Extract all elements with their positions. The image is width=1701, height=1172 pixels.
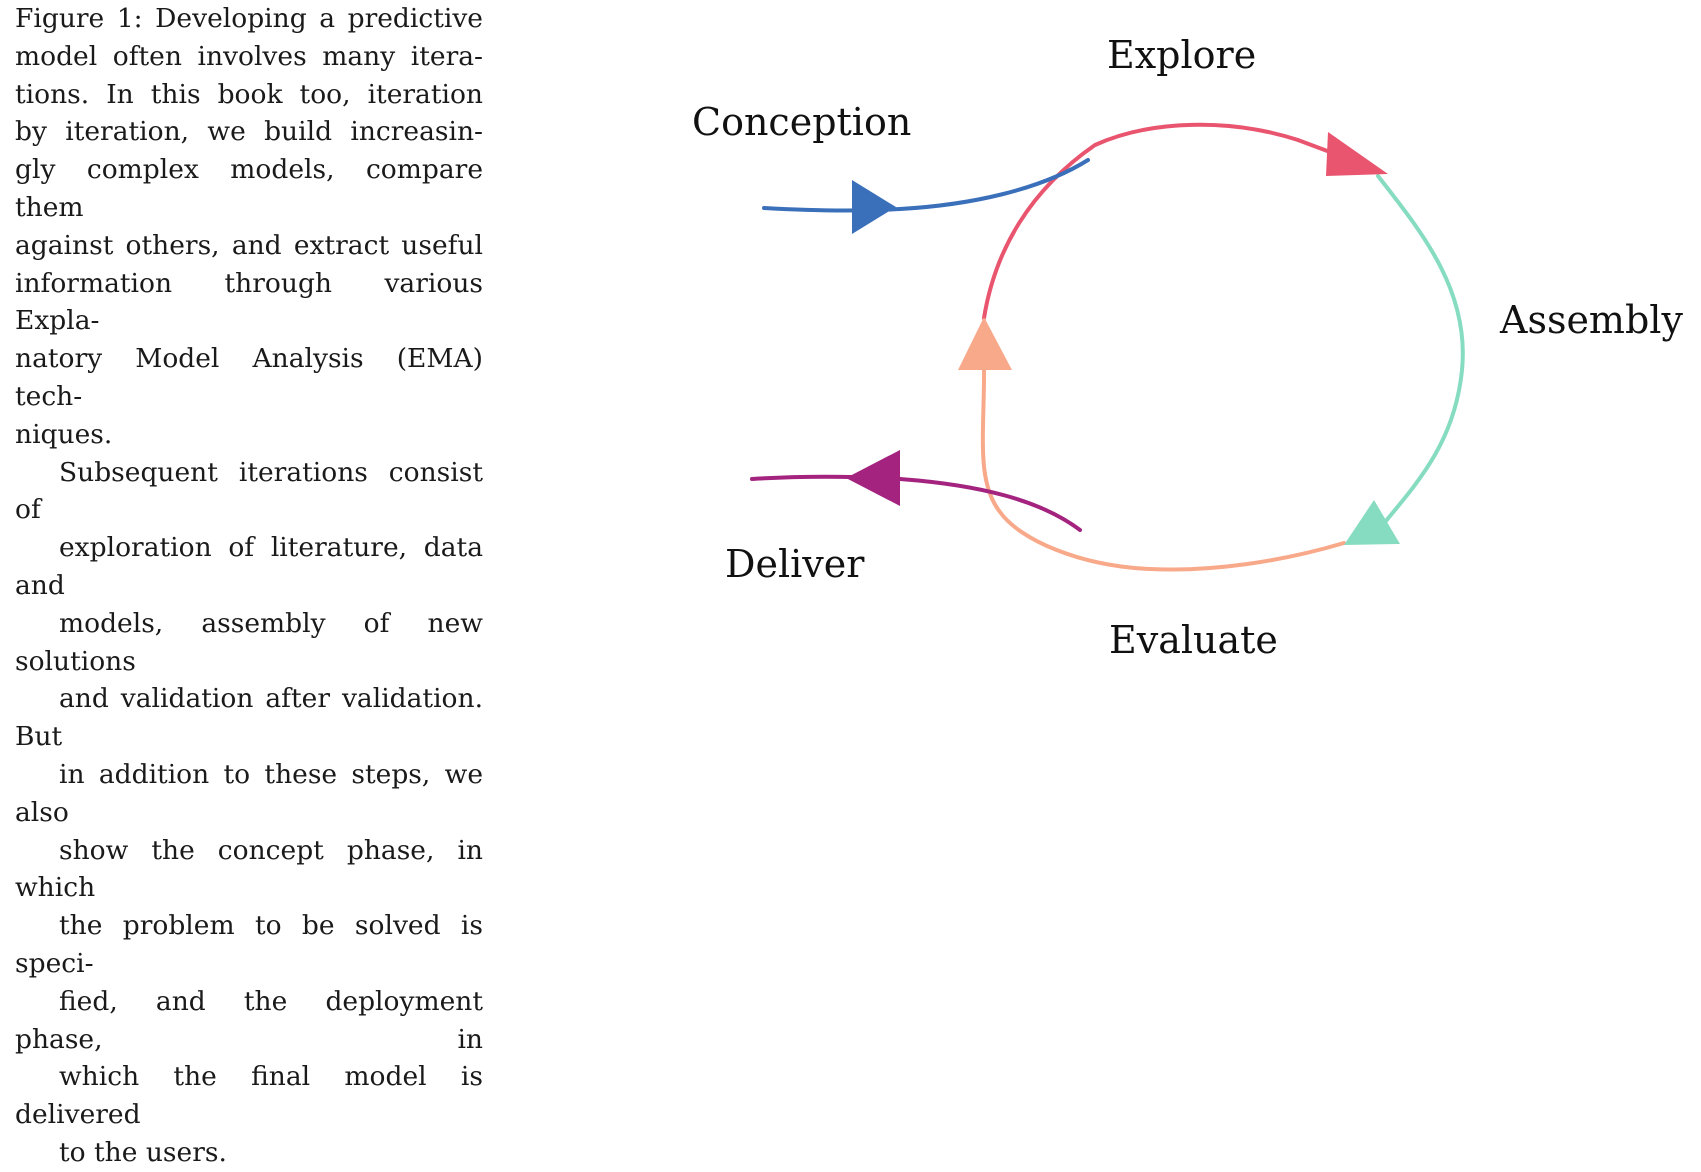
caption-line: niques.	[15, 418, 113, 450]
caption-line: the problem to be solved is speci-	[15, 910, 483, 979]
caption-line: to the users.	[59, 1136, 227, 1168]
caption-line: information through various Expla-	[15, 267, 483, 337]
assembly-arc	[1376, 174, 1465, 524]
label-evaluate: Evaluate	[1109, 618, 1278, 662]
assembly-arrowhead-icon	[1344, 500, 1400, 545]
label-conception: Conception	[692, 100, 911, 144]
model-lifecycle-diagram: Conception Explore Assembly Evaluate Del…	[692, 33, 1683, 662]
caption-line: model often involves many itera-	[15, 40, 483, 72]
caption-line: tions. In this book too, iteration	[15, 78, 483, 110]
caption-line: by iteration, we build increasin-	[15, 116, 483, 148]
caption-line: Subsequent iterations consist of	[15, 456, 483, 526]
explore-arc	[982, 122, 1332, 320]
explore-arrowhead-icon	[1326, 132, 1388, 176]
deliver-arrowhead-icon	[846, 450, 900, 506]
caption-line: gly complex models, compare them	[15, 154, 483, 223]
conception-arrowhead-icon	[852, 180, 896, 234]
caption-line: against others, and extract useful	[15, 229, 483, 261]
caption-line: exploration of literature, data and	[15, 532, 483, 601]
label-explore: Explore	[1107, 33, 1256, 77]
caption-line: models, assembly of new solutions	[15, 607, 483, 677]
caption-line: natory Model Analysis (EMA) tech-	[15, 343, 483, 412]
evaluate-arrowhead-icon	[958, 317, 1012, 370]
caption-line: fied, and the deployment phase, in	[15, 985, 483, 1055]
caption-line: Figure 1: Developing a predictive	[15, 3, 483, 34]
label-deliver: Deliver	[725, 542, 865, 586]
caption-paragraph-1: Figure 1: Developing a predictive model …	[15, 0, 483, 454]
deliver-path	[750, 474, 1082, 532]
evaluate-arc	[980, 358, 1346, 572]
conception-path	[762, 158, 1090, 213]
caption-line: which the final model is delivered	[15, 1061, 483, 1131]
caption-line: in addition to these steps, we also	[15, 758, 483, 828]
caption-line: show the concept phase, in which	[15, 834, 483, 904]
label-assembly: Assembly	[1499, 298, 1683, 342]
